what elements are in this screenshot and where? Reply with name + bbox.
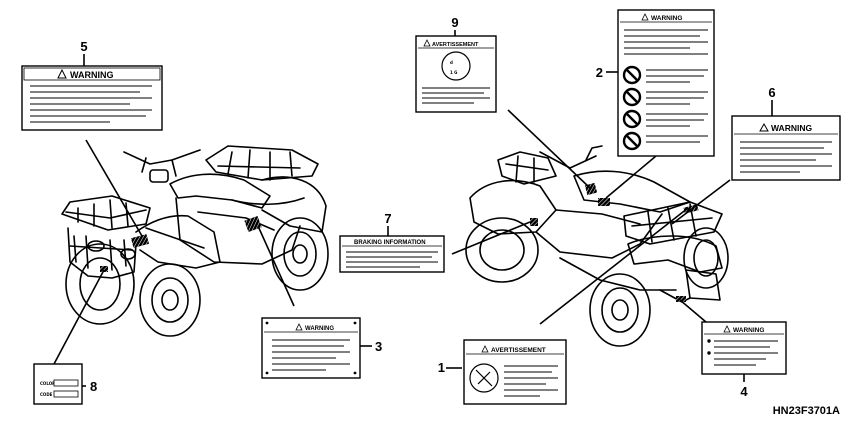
label-9-title: AVERTISSEMENT (432, 42, 479, 48)
label-7-braking: BRAKING INFORMATION (339, 235, 445, 273)
callout-8: 8 (90, 379, 97, 394)
label-2-warning: WARNING (617, 9, 715, 157)
label-3-warning: WARNING (261, 317, 361, 379)
atv-front-view (61, 145, 329, 337)
callout-5: 5 (80, 39, 87, 54)
label-3-title: WARNING (305, 326, 334, 332)
svg-text:1 G: 1 G (450, 70, 457, 75)
drawing-code: HN23F3701A (773, 405, 840, 417)
label-7-title: BRAKING INFORMATION (354, 240, 426, 246)
label-1-avertissement: AVERTISSEMENT (463, 339, 567, 405)
callout-2: 2 (596, 65, 603, 80)
callout-6: 6 (768, 85, 775, 100)
label-8-color: COLOR (40, 381, 55, 386)
label-patch (130, 234, 150, 248)
label-patch (676, 296, 686, 302)
label-patch (244, 215, 262, 233)
label-5-title: WARNING (70, 70, 114, 80)
callout-4: 4 (740, 384, 748, 399)
label-4-warning: WARNING (701, 321, 787, 375)
label-patch (530, 218, 538, 226)
callout-7: 7 (384, 211, 391, 226)
label-8-color-code: COLOR CODE (33, 363, 83, 405)
callout-3: 3 (375, 339, 382, 354)
label-9-avertissement: AVERTISSEMENT d 1 G (415, 35, 497, 113)
leader-lines (53, 30, 773, 387)
label-1-title: AVERTISSEMENT (491, 347, 546, 354)
svg-text:d: d (450, 60, 453, 65)
label-4-title: WARNING (733, 327, 764, 334)
callout-9: 9 (451, 15, 458, 30)
label-5-warning: WARNING (21, 65, 163, 131)
label-patch (598, 198, 610, 206)
atv-rear-view (465, 145, 729, 347)
label-8-code: CODE (40, 392, 53, 397)
label-2-title: WARNING (651, 15, 682, 22)
label-6-warning: WARNING (731, 115, 841, 181)
label-patch (100, 266, 108, 272)
label-6-title: WARNING (771, 123, 812, 133)
callout-1: 1 (438, 360, 445, 375)
